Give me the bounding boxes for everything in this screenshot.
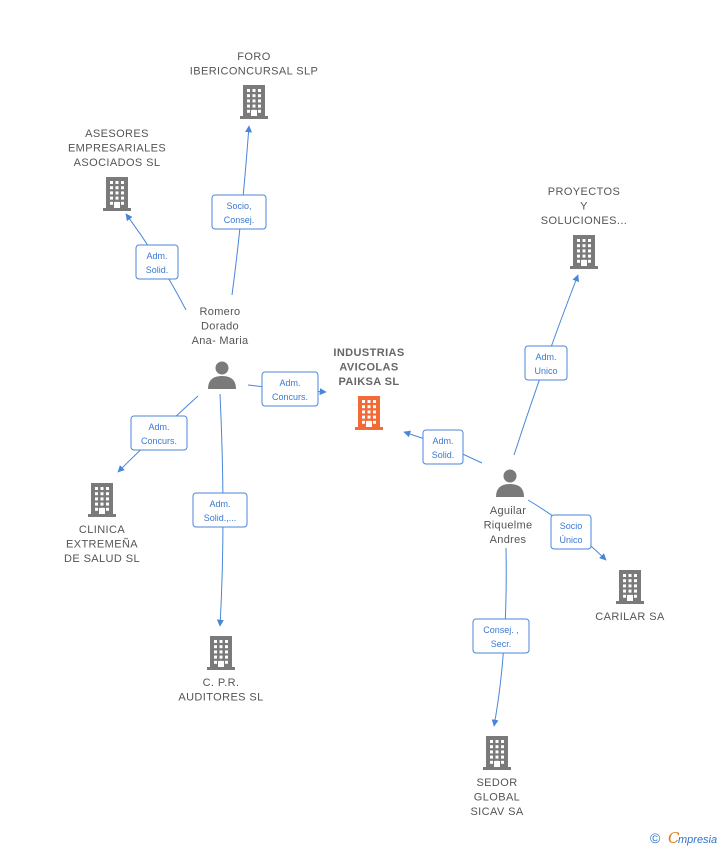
edge-label-frame [261,371,319,407]
company-node-clinica[interactable]: CLINICA EXTREMEÑA DE SALUD SL [64,483,140,565]
person-name: Riquelme [484,520,533,532]
company-name: ASESORES [85,128,149,140]
building-icon [483,736,511,770]
edge-aguilar-to-main: Adm. Solid. [403,429,483,465]
company-node-carilar[interactable]: CARILAR SA [595,570,665,623]
company-node-foro[interactable]: FORO IBERICONCURSAL SLP [190,51,318,119]
edge-label-box[interactable]: Adm. Concurs. [261,371,319,407]
company-name: CLINICA [79,524,125,536]
brand-name: mpresia [678,834,717,846]
company-name: GLOBAL [474,792,520,804]
company-name: FORO [237,51,270,63]
edge-label-frame [192,492,248,528]
edge-label-frame [524,345,568,381]
company-node-proyectos[interactable]: PROYECTOS Y SOLUCIONES... [541,186,628,269]
company-name: AVICOLAS [339,362,398,374]
edge-romero-to-cpr: Adm. Solid.,... [192,393,248,627]
company-name: INDUSTRIAS [333,347,404,359]
building-icon [240,85,268,119]
edge-label-text: Adm. [209,499,230,509]
brand-initial: C [668,829,680,847]
edge-label-text: Socio, [226,201,251,211]
company-name: AUDITORES SL [178,692,263,704]
company-name: Y [580,201,588,213]
person-name: Dorado [201,321,239,333]
company-node-sedor[interactable]: SEDOR GLOBAL SICAV SA [470,736,523,818]
edge-label-box[interactable]: Socio, Consej. [211,194,267,230]
edge-label-frame [422,429,464,465]
edge-label-text: Concurs. [141,436,177,446]
company-name: SICAV SA [470,806,523,818]
edge-romero-to-clinica: Adm. Concurs. [117,395,199,473]
company-name: PROYECTOS [548,186,620,198]
edge-label-frame [550,514,592,550]
person-name: Romero [200,306,241,318]
edge-label-box[interactable]: Adm. Solid.,... [192,492,248,528]
building-icon [88,483,116,517]
person-icon [496,469,524,497]
edge-label-text: Solid. [146,265,169,275]
edge-label-text: Adm. [432,436,453,446]
company-node-asesores[interactable]: ASESORES EMPRESARIALES ASOCIADOS SL [68,128,166,211]
edge-label-text: Consej. , [483,625,519,635]
edge-label-text: Socio [560,521,583,531]
edge-label-text: Adm. [535,352,556,362]
company-name: EMPRESARIALES [68,143,166,155]
building-icon [103,177,131,211]
edge-label-box[interactable]: Consej. , Secr. [472,618,530,654]
company-name: SEDOR [476,777,517,789]
company-name: IBERICONCURSAL SLP [190,66,318,78]
edge-label-text: Unico [534,366,557,376]
edge-label-box[interactable]: Adm. Concurs. [130,415,188,451]
edge-label-box[interactable]: Adm. Solid. [135,244,179,280]
footer: © C mpresia [650,829,717,847]
person-name: Ana- Maria [192,335,249,347]
company-node-cpr[interactable]: C. P.R. AUDITORES SL [178,636,263,704]
company-name: DE SALUD SL [64,553,140,565]
company-name: ASOCIADOS SL [74,157,161,169]
edge-label-text: Solid. [432,450,455,460]
edge-aguilar-to-sedor: Consej. , Secr. [472,547,530,727]
edge-romero-to-main: Adm. Concurs. [247,371,327,407]
copyright-symbol: © [650,830,661,846]
edge-label-text: Concurs. [272,392,308,402]
company-name: PAIKSA SL [338,376,399,388]
nodes-layer: INDUSTRIAS AVICOLAS PAIKSA SL FORO IBERICONC… [64,51,665,818]
edge-label-text: Adm. [146,251,167,261]
edges-layer: Socio, Consej. Adm. Solid. Adm. Concurs. Adm. C… [117,125,607,727]
building-icon [207,636,235,670]
edge-label-frame [472,618,530,654]
edge-label-frame [130,415,188,451]
company-name: CARILAR SA [595,611,665,623]
edge-romero-to-foro: Socio, Consej. [211,125,267,296]
edge-label-text: Secr. [491,639,512,649]
edge-romero-to-asesores: Adm. Solid. [125,213,187,311]
edge-label-text: Único [559,535,582,545]
building-icon [570,235,598,269]
edge-label-box[interactable]: Adm. Solid. [422,429,464,465]
edge-label-frame [211,194,267,230]
company-name: SOLUCIONES... [541,215,628,227]
edge-label-text: Adm. [279,378,300,388]
person-icon [208,361,236,389]
building-icon [616,570,644,604]
company-node-main[interactable]: INDUSTRIAS AVICOLAS PAIKSA SL [333,347,404,430]
edge-label-text: Consej. [224,215,255,225]
edge-aguilar-to-proyectos: Adm. Unico [513,274,579,456]
person-name: Andres [490,534,527,546]
building-icon [355,396,383,430]
edge-label-text: Solid.,... [204,513,237,523]
edge-label-text: Adm. [148,422,169,432]
company-name: EXTREMEÑA [66,538,138,551]
edge-label-frame [135,244,179,280]
company-name: C. P.R. [203,677,240,689]
edge-label-box[interactable]: Adm. Unico [524,345,568,381]
person-name: Aguilar [490,505,526,517]
